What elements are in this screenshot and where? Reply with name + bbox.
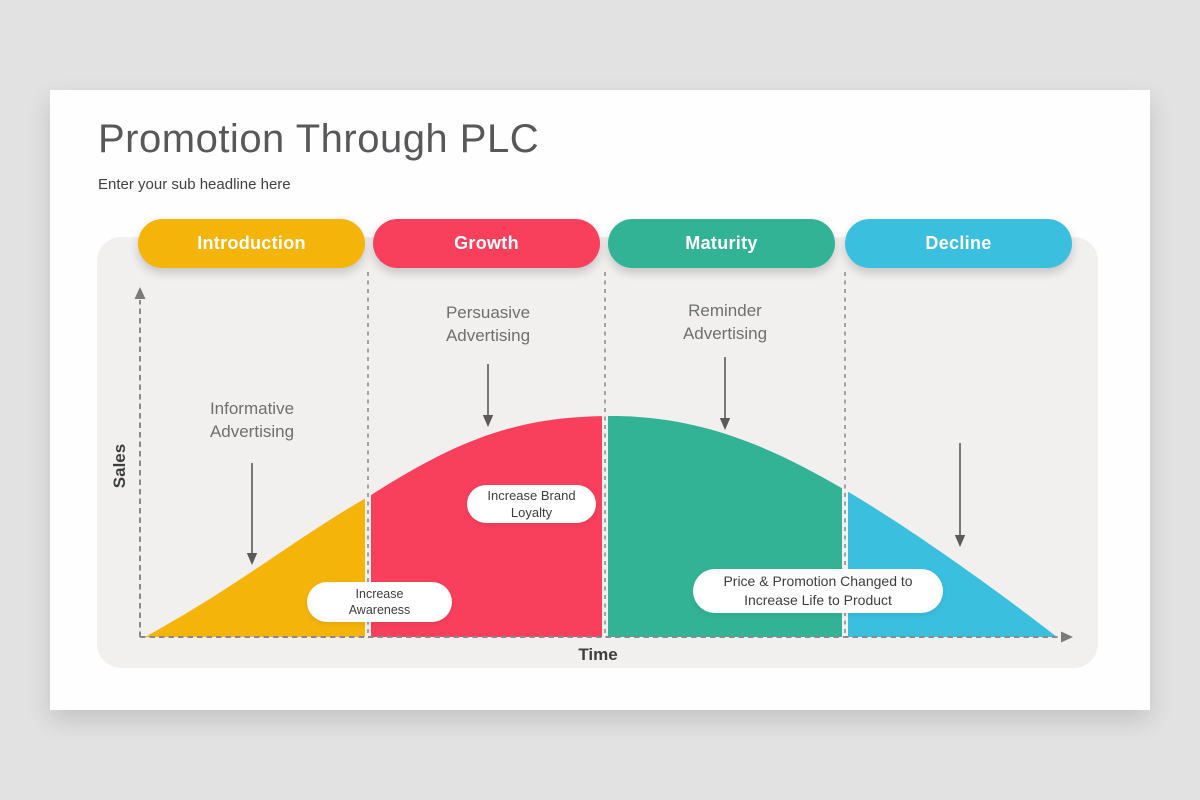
introduction-arrowhead-icon <box>246 553 258 565</box>
y-axis-label: Sales <box>110 443 129 489</box>
x-axis-arrow-icon <box>1061 631 1073 643</box>
callout-line: Loyalty <box>510 505 553 520</box>
callout-line: Increase Brand <box>487 488 576 503</box>
x-axis-label: Time <box>578 645 618 664</box>
annotation-line: Persuasive <box>445 303 531 322</box>
callout-increase-brand-loyalty: Increase Brand Loyalty <box>467 485 596 523</box>
phase-pill-introduction: Introduction <box>138 219 365 268</box>
callout-increase-awareness: Increase Awareness <box>307 582 452 622</box>
phase-pill-growth: Growth <box>373 219 600 268</box>
decline-arrowhead-icon <box>954 535 966 547</box>
annotation-line: Advertising <box>445 326 531 345</box>
callout-price-promotion: Price & Promotion Changed to Increase Li… <box>693 569 943 613</box>
callout-line: Increase <box>355 587 404 601</box>
slide: Promotion Through PLC Enter your sub hea… <box>50 90 1150 710</box>
curve-segment-growth <box>371 416 602 637</box>
phase-pill-decline: Decline <box>845 219 1072 268</box>
page-subtitle: Enter your sub headline here <box>98 176 291 193</box>
annotation-persuasive-advertising: Persuasive Advertising <box>388 301 588 347</box>
annotation-line: Advertising <box>209 422 295 441</box>
annotation-line: Reminder <box>688 301 762 320</box>
callout-line: Awareness <box>348 603 411 617</box>
phase-pill-maturity: Maturity <box>608 219 835 268</box>
maturity-arrowhead-icon <box>719 418 731 430</box>
annotation-reminder-advertising: Reminder Advertising <box>625 299 825 345</box>
callout-line: Increase Life to Product <box>744 592 892 608</box>
annotation-line: Advertising <box>682 324 768 343</box>
annotation-line: Informative <box>209 399 295 418</box>
annotation-informative-advertising: Informative Advertising <box>152 397 352 443</box>
y-axis-arrow-icon <box>134 287 146 299</box>
callout-line: Price & Promotion Changed to <box>723 573 913 589</box>
growth-arrowhead-icon <box>482 415 494 427</box>
page-title: Promotion Through PLC <box>98 117 540 161</box>
